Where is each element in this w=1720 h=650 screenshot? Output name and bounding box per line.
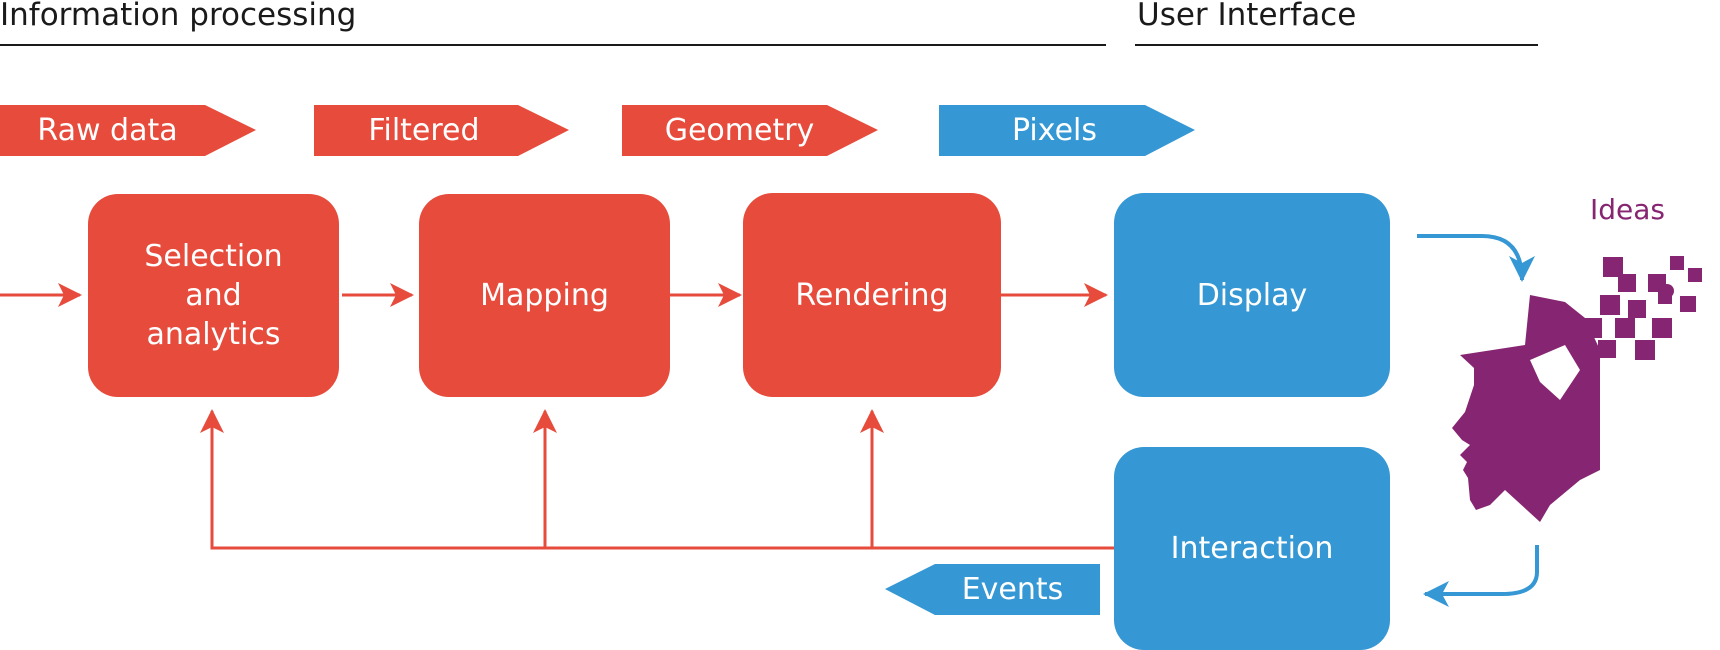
geometry-tag: Geometry bbox=[664, 112, 815, 148]
rendering-box: Rendering bbox=[743, 193, 1001, 397]
display-to-user-arrow bbox=[1417, 234, 1535, 282]
selection-analytics-label: Selection and analytics bbox=[144, 239, 283, 352]
information-processing-rule bbox=[0, 44, 1106, 46]
interaction-label: Interaction bbox=[1170, 531, 1334, 566]
geometry-tag-shape bbox=[622, 105, 878, 156]
information-processing-title: Information processing bbox=[0, 0, 357, 33]
filtered-tag-shape bbox=[314, 105, 569, 156]
rendering-label: Rendering bbox=[795, 277, 949, 313]
ideas-label: Ideas bbox=[1590, 193, 1666, 226]
mapping-box: Mapping bbox=[419, 194, 670, 397]
events-tag: Events bbox=[961, 571, 1064, 607]
pixels-tag: Pixels bbox=[1011, 112, 1098, 148]
display-label: Display bbox=[1196, 277, 1308, 313]
raw-data-tag: Raw data bbox=[37, 112, 178, 148]
raw-data-tag-shape bbox=[0, 105, 256, 156]
user-to-interaction-arrow bbox=[1423, 545, 1539, 607]
filtered-tag: Filtered bbox=[368, 112, 480, 148]
user-head-icon bbox=[1452, 256, 1702, 522]
events-tag-shape bbox=[885, 564, 1100, 615]
user-interface-rule bbox=[1135, 44, 1538, 46]
interaction-box: Interaction bbox=[1114, 447, 1390, 650]
feedback-line bbox=[200, 409, 1114, 550]
user-interface-title: User Interface bbox=[1137, 0, 1357, 33]
display-box: Display bbox=[1114, 193, 1390, 397]
selection-analytics-box: Selection and analytics bbox=[88, 194, 339, 397]
pixels-tag-shape bbox=[939, 105, 1195, 156]
mapping-label: Mapping bbox=[480, 278, 609, 313]
